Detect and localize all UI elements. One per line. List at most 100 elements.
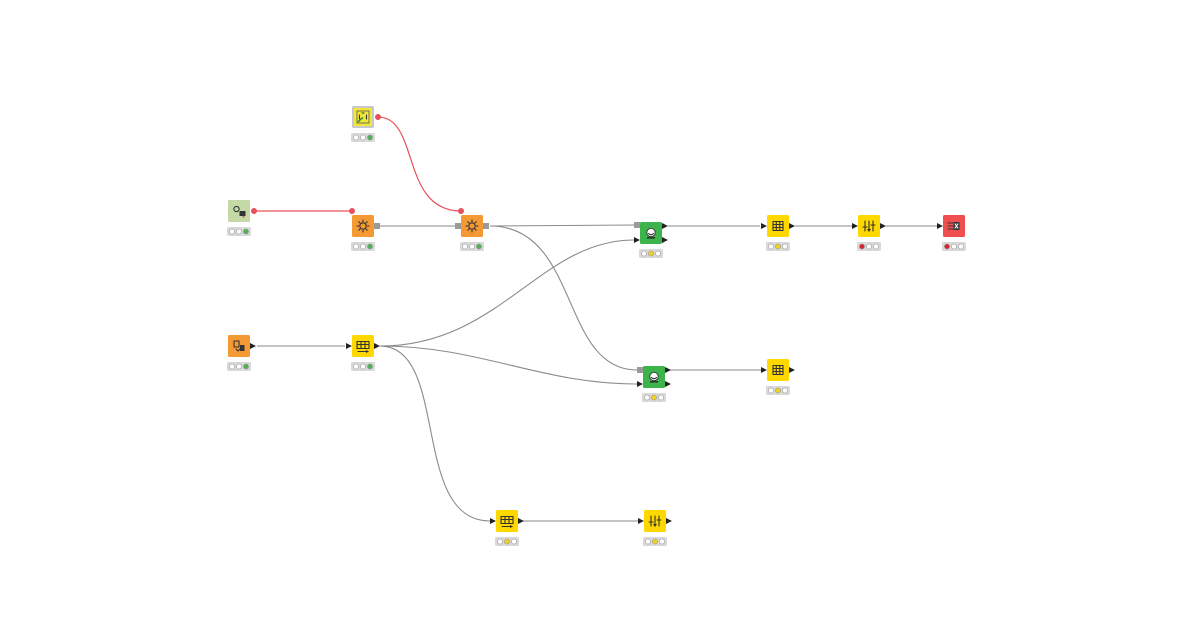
status-indicator-n11 xyxy=(642,393,666,402)
data-in-port[interactable] xyxy=(937,223,943,229)
status-light xyxy=(360,363,366,370)
data-out-port[interactable] xyxy=(665,367,671,373)
data-out-port[interactable] xyxy=(666,518,672,524)
node-n9[interactable] xyxy=(228,335,256,357)
column-filter-icon xyxy=(862,220,876,233)
flow-variable-in-port[interactable] xyxy=(458,208,464,214)
data-out-port[interactable] xyxy=(374,343,380,349)
model-out-port[interactable] xyxy=(483,223,489,229)
node-n12[interactable] xyxy=(761,359,795,381)
data-out-port[interactable] xyxy=(250,343,256,349)
model-in-port[interactable] xyxy=(455,223,461,229)
status-indicator-n5 xyxy=(639,249,663,258)
column-filter-icon xyxy=(648,515,662,528)
node-body[interactable] xyxy=(352,335,374,357)
data-in-port[interactable] xyxy=(637,381,643,387)
data-in-port[interactable] xyxy=(761,367,767,373)
model-out-port[interactable] xyxy=(374,223,380,229)
flow-variable-out-port[interactable] xyxy=(251,208,257,214)
status-indicator-n2 xyxy=(227,227,251,236)
status-light xyxy=(229,228,235,235)
status-light xyxy=(873,243,879,250)
connection-n4-n11[interactable] xyxy=(489,225,638,371)
data-in-port[interactable] xyxy=(852,223,858,229)
status-light xyxy=(944,243,950,250)
status-light xyxy=(243,363,249,370)
data-in-port[interactable] xyxy=(490,518,496,524)
data-out-port[interactable] xyxy=(880,223,886,229)
learner-icon xyxy=(646,227,656,240)
learner-icon xyxy=(649,371,659,384)
status-indicator-n10 xyxy=(351,362,375,371)
status-light xyxy=(236,363,242,370)
status-light xyxy=(658,394,664,401)
node-n11[interactable] xyxy=(637,366,671,388)
status-indicator-n3 xyxy=(351,242,375,251)
status-indicator-n6 xyxy=(766,242,790,251)
data-in-port[interactable] xyxy=(346,343,352,349)
status-light xyxy=(782,243,788,250)
status-light xyxy=(645,538,651,545)
status-light xyxy=(641,250,647,257)
connections-layer xyxy=(253,116,937,522)
data-in-port[interactable] xyxy=(634,237,640,243)
status-light xyxy=(655,250,661,257)
connection-n1-n4[interactable] xyxy=(377,116,462,212)
status-light xyxy=(353,243,359,250)
connection-n10-n5[interactable] xyxy=(379,239,635,347)
data-out-port[interactable] xyxy=(662,237,668,243)
node-body[interactable] xyxy=(767,359,789,381)
node-n8[interactable] xyxy=(937,215,965,237)
node-n4[interactable] xyxy=(455,208,489,237)
flow-variable-out-port[interactable] xyxy=(375,114,381,120)
node-body[interactable] xyxy=(496,510,518,532)
status-light xyxy=(958,243,964,250)
data-out-port[interactable] xyxy=(665,381,671,387)
status-light xyxy=(775,387,781,394)
node-body[interactable] xyxy=(767,215,789,237)
node-n2[interactable] xyxy=(228,200,257,222)
data-out-port[interactable] xyxy=(518,518,524,524)
status-indicator-n8 xyxy=(942,242,966,251)
node-body[interactable] xyxy=(461,215,483,237)
nodes-layer xyxy=(228,106,965,532)
node-body[interactable] xyxy=(228,200,250,222)
status-light xyxy=(651,394,657,401)
node-n14[interactable] xyxy=(638,510,672,532)
status-light xyxy=(768,243,774,250)
data-in-port[interactable] xyxy=(638,518,644,524)
node-body[interactable] xyxy=(352,215,374,237)
model-in-port[interactable] xyxy=(637,367,643,373)
data-in-port[interactable] xyxy=(761,223,767,229)
status-light xyxy=(644,394,650,401)
connection-n10-n13[interactable] xyxy=(379,345,491,522)
status-indicator-n1 xyxy=(351,133,375,142)
node-n10[interactable] xyxy=(346,335,380,357)
status-indicator-n9 xyxy=(227,362,251,371)
data-out-port[interactable] xyxy=(662,223,668,229)
status-light xyxy=(476,243,482,250)
data-out-port[interactable] xyxy=(789,223,795,229)
status-light xyxy=(648,250,654,257)
connection-n4-n5[interactable] xyxy=(489,224,635,227)
node-n5[interactable] xyxy=(634,222,668,244)
flow-variable-in-port[interactable] xyxy=(349,208,355,214)
node-n7[interactable] xyxy=(852,215,886,237)
node-n13[interactable] xyxy=(490,510,524,532)
node-n6[interactable] xyxy=(761,215,795,237)
model-in-port[interactable] xyxy=(634,222,640,228)
status-light xyxy=(768,387,774,394)
status-light xyxy=(367,134,373,141)
status-light xyxy=(775,243,781,250)
node-n1[interactable] xyxy=(352,106,381,128)
data-out-port[interactable] xyxy=(789,367,795,373)
status-light xyxy=(951,243,957,250)
excel-writer-icon xyxy=(947,221,961,231)
status-light xyxy=(360,134,366,141)
node-n3[interactable] xyxy=(349,208,380,237)
status-indicator-n7 xyxy=(857,242,881,251)
status-light xyxy=(782,387,788,394)
connection-n10-n11[interactable] xyxy=(379,345,638,385)
status-light xyxy=(353,363,359,370)
